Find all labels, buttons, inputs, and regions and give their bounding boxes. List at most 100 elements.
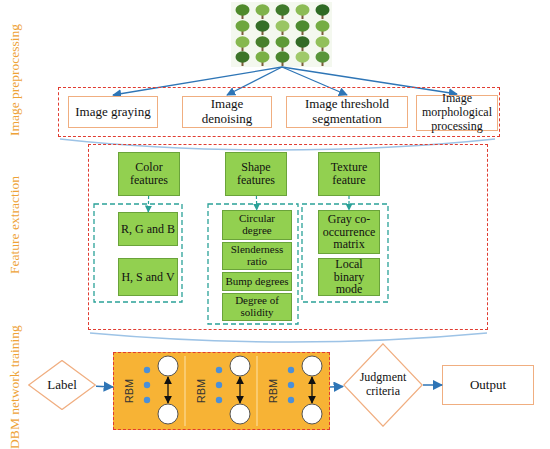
tree-thumbnail: [256, 51, 270, 66]
feature-box: Circular degree: [222, 210, 292, 240]
unit-separator: [185, 356, 186, 426]
rbm-label: RBM: [268, 379, 279, 403]
feature-subgroup-frame: [302, 204, 388, 302]
feature-text: Texture feature: [321, 161, 377, 186]
tree-thumbnail: [236, 36, 250, 51]
feature-text: H, S and V: [121, 271, 174, 284]
double-arrow: [311, 377, 312, 403]
tree-thumbnail: [316, 51, 330, 66]
feature-text: Shape features: [228, 161, 284, 186]
visible-unit-dot: [288, 367, 294, 373]
node-text: Image graying: [75, 105, 150, 120]
flow-arrow: [348, 196, 349, 210]
flow-arrow: [148, 196, 149, 212]
feature-text: Gray co-occurrence matrix: [321, 213, 377, 251]
visible-unit-dot: [288, 397, 294, 403]
hidden-unit-circle: [230, 356, 250, 376]
visible-unit-dot: [144, 382, 150, 388]
feature-subgroup-frame: [94, 204, 182, 302]
fan-out-arrows: [113, 67, 457, 95]
flow-arrow: [330, 386, 343, 388]
feature-box: Shape features: [225, 152, 287, 196]
hidden-unit-circle: [158, 404, 178, 424]
rbm-label: RBM: [124, 379, 135, 403]
tree-thumbnail: [256, 20, 270, 35]
feature-box: Bump degrees: [222, 272, 292, 291]
unit-separator: [257, 356, 258, 426]
stage-heading: Image preprocessing: [8, 24, 22, 136]
rbm-stack: RBMRBMRBM: [113, 352, 330, 430]
feature-text: Circular degree: [225, 213, 289, 236]
feature-box: Gray co-occurrence matrix: [318, 210, 380, 254]
node-text: Label: [47, 378, 77, 393]
decision-diamond: Label: [28, 360, 96, 410]
process-box: Image morphological processing: [416, 95, 498, 131]
diamond-shape: [344, 344, 422, 426]
hidden-unit-circle: [230, 404, 250, 424]
feature-box: Slenderness ratio: [222, 242, 292, 270]
node-text: Judgment criteria: [351, 371, 415, 399]
tree-thumbnail: [256, 4, 270, 19]
tree-thumbnail: [296, 4, 310, 19]
node-text: Output: [470, 378, 506, 393]
flow-arrow: [256, 196, 257, 210]
stage-group: Feature extractionColor featuresR, G and…: [88, 144, 488, 330]
tree-thumbnail: [296, 20, 310, 35]
node-text: Image morphological processing: [419, 92, 495, 133]
feature-text: Color features: [121, 161, 177, 186]
feature-box: H, S and V: [118, 258, 178, 296]
stage-group: Image preprocessingImage grayingImage de…: [58, 87, 500, 137]
stage-heading: Feature extraction: [8, 176, 22, 274]
merge-bracket: [60, 139, 495, 150]
feature-subgroup-frame: [208, 204, 298, 324]
decision-diamond: Judgment criteria: [343, 343, 423, 427]
feature-text: Degree of solidity: [225, 295, 289, 318]
node-text: Image threshold segmentation: [289, 97, 405, 127]
tree-thumbnail: [296, 36, 310, 51]
feature-text: Slenderness ratio: [225, 244, 289, 267]
feature-box: Degree of solidity: [222, 293, 292, 321]
feature-text: R, G and B: [121, 223, 175, 236]
hidden-unit-circle: [158, 356, 178, 376]
collage-backdrop: [231, 2, 332, 67]
feature-box: R, G and B: [118, 212, 178, 246]
fan-arrow: [282, 67, 347, 95]
stage-heading: DBM network training: [8, 325, 22, 449]
process-box: Image denoising: [182, 96, 272, 128]
visible-unit-dot: [216, 397, 222, 403]
feature-text: Bump degrees: [225, 276, 288, 288]
tree-thumbnail: [276, 20, 290, 35]
tree-thumbnail: [236, 4, 250, 19]
process-box: Output: [442, 365, 534, 405]
tree-photo-collage: [231, 2, 332, 67]
flow-arrow: [96, 386, 113, 388]
visible-unit-dot: [288, 382, 294, 388]
tree-thumbnail: [316, 20, 330, 35]
tree-thumbnail: [236, 51, 250, 66]
tree-thumbnail: [256, 36, 270, 51]
fan-arrow: [113, 67, 282, 95]
double-arrow: [167, 377, 168, 403]
feature-box: Local binary mode: [318, 258, 380, 296]
process-box: Image threshold segmentation: [286, 96, 408, 128]
merge-bracket: [90, 333, 487, 342]
tree-thumbnail: [316, 4, 330, 19]
fan-arrow: [282, 67, 457, 94]
tree-thumbnail: [296, 51, 310, 66]
tree-thumbnail: [276, 51, 290, 66]
node-text: Image denoising: [185, 97, 269, 127]
visible-unit-dot: [216, 367, 222, 373]
hidden-unit-circle: [302, 404, 322, 424]
tree-thumbnail: [316, 36, 330, 51]
visible-unit-dot: [144, 397, 150, 403]
feature-box: Color features: [118, 152, 180, 196]
feature-text: Local binary mode: [321, 258, 377, 296]
fan-arrow: [227, 67, 282, 95]
feature-box: Texture feature: [318, 152, 380, 196]
double-arrow: [239, 377, 240, 403]
hidden-unit-circle: [302, 356, 322, 376]
tree-thumbnail: [276, 36, 290, 51]
